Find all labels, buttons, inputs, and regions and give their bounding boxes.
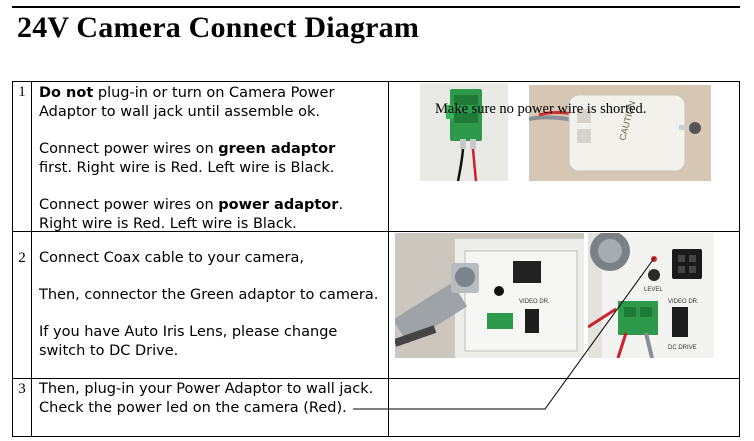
page-title: 24V Camera Connect Diagram [17,11,420,44]
row-divider-2 [13,378,739,379]
step-3-text: Then, plug-in your Power Adaptor to wall… [39,380,384,418]
camera-video-dr-label: VIDEO DR. [519,299,550,305]
camera-video-dr-closeup-label: VIDEO DR. [668,299,699,305]
body-text: Connect power wires on [39,141,219,157]
step-1-text: Do not plug-in or turn on Camera Power A… [39,84,361,234]
body-text: plug-in or turn on Camera Power Adaptor … [39,85,335,120]
body-text: Connect Coax cable to your camera, [39,250,304,266]
row-divider-1 [13,231,739,232]
camera-dc-drive-label: DC DRIVE [668,345,697,351]
body-text: . Right wire is Red. Left wire is Black. [39,197,344,232]
step-1-number: 1 [18,84,26,100]
body-text: first. Right wire is Red. Left wire is B… [39,160,335,176]
step-2-text: Connect Coax cable to your camera, Then, … [39,249,384,361]
camera-coax-photo: VIDEO DR. [395,233,584,358]
camera-led-closeup-photo: LEVEL VIDEO DR. DC DRIVE [588,233,714,358]
title-rule [12,6,740,8]
number-column-divider [31,82,32,436]
image-column-divider [388,82,389,436]
body-text: Then, plug-in your Power Adaptor to wall… [39,381,374,416]
step-1-paragraph: Do not plug-in or turn on Camera Power A… [39,84,361,122]
emphasis-text: Do not [39,85,94,101]
green-adaptor-photo [420,83,508,181]
body-text: Then, connector the Green adaptor to cam… [39,287,379,303]
step-3-paragraph: Then, plug-in your Power Adaptor to wall… [39,380,384,418]
step-1-caption: Make sure no power wire is shorted. [435,101,647,117]
step-2-paragraph: Then, connector the Green adaptor to cam… [39,286,384,305]
step-3-number: 3 [18,381,26,397]
step-2-number: 2 [18,250,26,266]
body-text: If you have Auto Iris Lens, please chang… [39,324,338,359]
step-2-paragraph: Connect Coax cable to your camera, [39,249,384,268]
step-2-paragraph: If you have Auto Iris Lens, please chang… [39,323,384,361]
instruction-table: 1 2 3 Do not plug-in or turn on Camera P… [12,81,740,437]
step-1-paragraph: Connect power wires on green adaptor fir… [39,140,361,178]
camera-level-label: LEVEL [644,287,663,293]
power-adaptor-photo: CAUTION [529,85,711,181]
emphasis-text: green adaptor [218,141,336,157]
step-1-paragraph: Connect power wires on power adaptor. Ri… [39,196,361,234]
emphasis-text: power adaptor [218,197,339,213]
body-text: Connect power wires on [39,197,219,213]
